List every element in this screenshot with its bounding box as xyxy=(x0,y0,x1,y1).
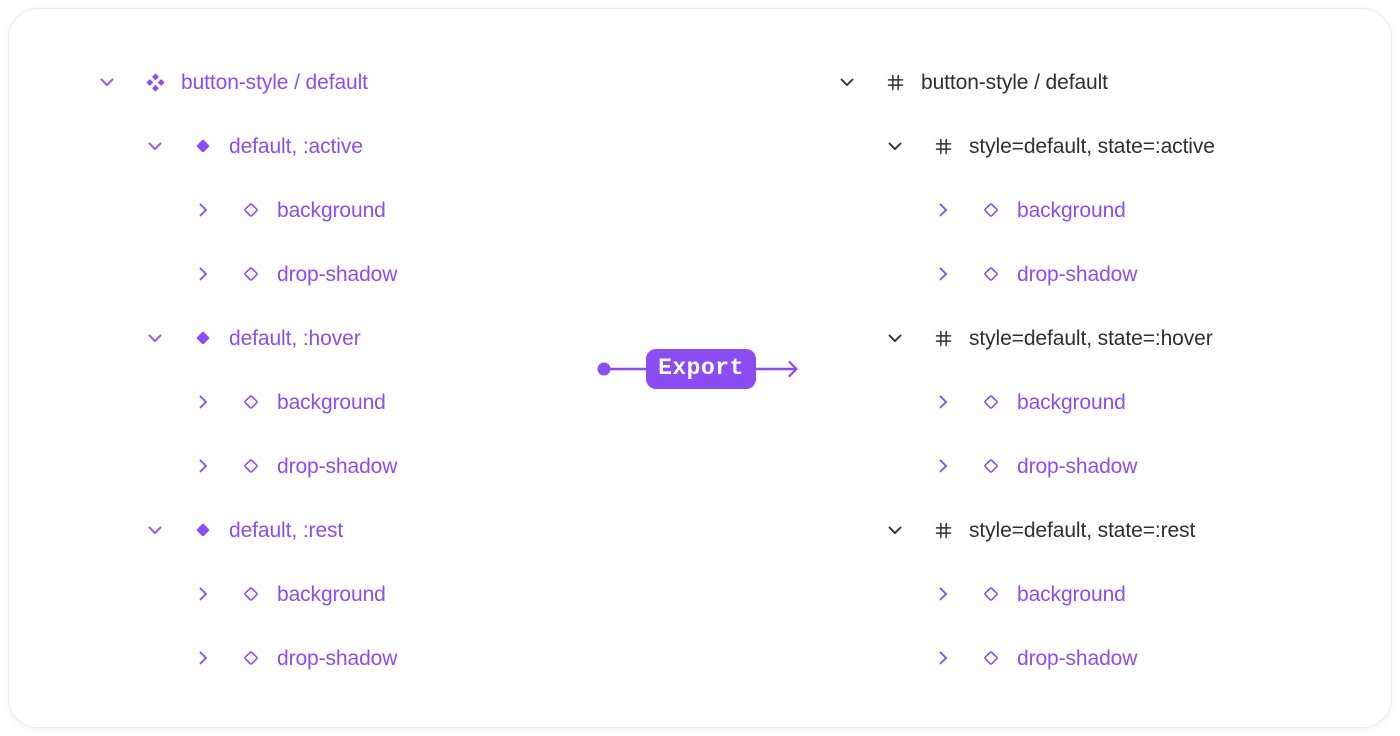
chevron-right-icon[interactable] xyxy=(193,584,213,604)
layer-label: drop-shadow xyxy=(1017,262,1138,286)
left-layer-tree: button-style / default default, :active ba… xyxy=(97,50,397,690)
diamond-outline-icon xyxy=(240,391,262,413)
chevron-right-icon[interactable] xyxy=(933,584,953,604)
diamond-outline-icon xyxy=(240,583,262,605)
layer-label: drop-shadow xyxy=(1017,646,1138,670)
diamond-outline-icon xyxy=(980,583,1002,605)
diamond-outline-icon xyxy=(240,263,262,285)
chevron-down-icon[interactable] xyxy=(145,136,165,156)
frame-icon xyxy=(932,519,954,541)
chevron-right-icon[interactable] xyxy=(193,264,213,284)
layer-label: drop-shadow xyxy=(277,454,398,478)
connector-dot-icon xyxy=(597,362,611,376)
canvas-card: button-style / default default, :active ba… xyxy=(8,8,1392,728)
tree-row[interactable]: button-style / default xyxy=(97,50,397,114)
layer-label: button-style / default xyxy=(921,70,1108,94)
tree-row[interactable]: background xyxy=(97,562,397,626)
chevron-right-icon[interactable] xyxy=(193,648,213,668)
tree-row[interactable]: default, :rest xyxy=(97,498,397,562)
layer-label: style=default, state=:hover xyxy=(969,326,1213,350)
layer-label: default, :active xyxy=(229,134,363,158)
chevron-down-icon[interactable] xyxy=(885,520,905,540)
tree-row[interactable]: background xyxy=(97,178,397,242)
variant-diamond-icon xyxy=(192,327,214,349)
chevron-right-icon[interactable] xyxy=(933,392,953,412)
tree-row[interactable]: style=default, state=:hover xyxy=(837,306,1215,370)
tree-row[interactable]: default, :active xyxy=(97,114,397,178)
variant-diamond-icon xyxy=(192,135,214,157)
tree-row[interactable]: drop-shadow xyxy=(97,434,397,498)
tree-row[interactable]: background xyxy=(97,370,397,434)
layer-label: drop-shadow xyxy=(277,646,398,670)
diamond-outline-icon xyxy=(240,647,262,669)
chevron-right-icon[interactable] xyxy=(933,456,953,476)
export-connector: Export xyxy=(596,349,806,389)
tree-row[interactable]: style=default, state=:rest xyxy=(837,498,1215,562)
arrow-right-icon xyxy=(788,360,798,378)
diamond-outline-icon xyxy=(980,391,1002,413)
layer-label: background xyxy=(277,582,386,606)
chevron-down-icon[interactable] xyxy=(145,520,165,540)
component-icon xyxy=(144,71,166,93)
right-layer-tree: button-style / default style=default, sta… xyxy=(837,50,1215,690)
layer-label: drop-shadow xyxy=(277,262,398,286)
frame-icon xyxy=(884,71,906,93)
layer-label: background xyxy=(1017,582,1126,606)
chevron-down-icon[interactable] xyxy=(837,72,857,92)
layer-label: button-style / default xyxy=(181,70,368,94)
export-button[interactable]: Export xyxy=(646,349,756,389)
tree-row[interactable]: drop-shadow xyxy=(97,626,397,690)
tree-row[interactable]: background xyxy=(837,370,1215,434)
chevron-right-icon[interactable] xyxy=(193,392,213,412)
layer-label: background xyxy=(277,198,386,222)
chevron-down-icon[interactable] xyxy=(145,328,165,348)
diamond-outline-icon xyxy=(240,199,262,221)
tree-row[interactable]: drop-shadow xyxy=(97,242,397,306)
chevron-down-icon[interactable] xyxy=(885,328,905,348)
chevron-right-icon[interactable] xyxy=(933,200,953,220)
layer-label: style=default, state=:active xyxy=(969,134,1215,158)
frame-icon xyxy=(932,135,954,157)
frame-icon xyxy=(932,327,954,349)
variant-diamond-icon xyxy=(192,519,214,541)
diamond-outline-icon xyxy=(980,647,1002,669)
tree-row[interactable]: background xyxy=(837,562,1215,626)
chevron-right-icon[interactable] xyxy=(193,200,213,220)
tree-row[interactable]: button-style / default xyxy=(837,50,1215,114)
layer-label: background xyxy=(1017,198,1126,222)
chevron-down-icon[interactable] xyxy=(885,136,905,156)
chevron-right-icon[interactable] xyxy=(933,648,953,668)
layer-label: background xyxy=(1017,390,1126,414)
chevron-right-icon[interactable] xyxy=(933,264,953,284)
tree-row[interactable]: drop-shadow xyxy=(837,434,1215,498)
tree-row[interactable]: style=default, state=:active xyxy=(837,114,1215,178)
tree-row[interactable]: drop-shadow xyxy=(837,242,1215,306)
tree-row[interactable]: default, :hover xyxy=(97,306,397,370)
diamond-outline-icon xyxy=(240,455,262,477)
tree-row[interactable]: drop-shadow xyxy=(837,626,1215,690)
layer-label: background xyxy=(277,390,386,414)
diamond-outline-icon xyxy=(980,455,1002,477)
tree-row[interactable]: background xyxy=(837,178,1215,242)
layer-label: style=default, state=:rest xyxy=(969,518,1196,542)
diamond-outline-icon xyxy=(980,199,1002,221)
layer-label: default, :rest xyxy=(229,518,344,542)
chevron-right-icon[interactable] xyxy=(193,456,213,476)
diamond-outline-icon xyxy=(980,263,1002,285)
chevron-down-icon[interactable] xyxy=(97,72,117,92)
layer-label: default, :hover xyxy=(229,326,361,350)
layer-label: drop-shadow xyxy=(1017,454,1138,478)
